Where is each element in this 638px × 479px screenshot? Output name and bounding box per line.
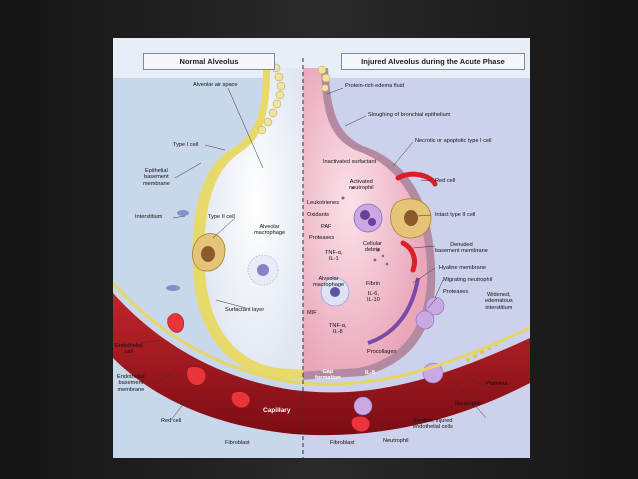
label-fibroblast-right: Fibroblast xyxy=(330,440,355,446)
label-alveolar-air-space: Alveolar air space xyxy=(193,82,238,88)
text-line: membrane xyxy=(143,180,170,187)
label-capillary: Capillary xyxy=(263,407,291,414)
left-panel-title: Normal Alveolus xyxy=(143,53,275,70)
label-proteases: Proteases xyxy=(309,235,335,241)
label-neutrophil-right: Neutrophil xyxy=(455,401,481,407)
label-hyaline-membrane: Hyaline membrane xyxy=(439,265,486,271)
capillary xyxy=(113,293,530,436)
label-alveolar-macrophage: Alveolar macrophage xyxy=(254,224,285,237)
label-widened-interstitium: Widened, edematous interstitium xyxy=(485,292,513,311)
text-line: basement xyxy=(118,380,144,387)
label-procollagen: Procollagen xyxy=(367,349,397,355)
text-line: Alveolar xyxy=(259,224,280,230)
label-mif: MIF xyxy=(307,310,317,316)
ards-diagram: Normal Alveolus Injured Alveolus during … xyxy=(113,38,530,458)
text-line: endothelial cells xyxy=(413,424,453,431)
text-line: Alveolar xyxy=(318,276,339,282)
text-line: Denuded xyxy=(450,242,473,248)
diagram-artwork xyxy=(113,58,530,458)
label-necrotic-type1: Necrotic or apoptotic type I cell xyxy=(415,138,492,144)
label-red-cell-right: Red cell xyxy=(435,178,456,184)
text-line: membrane xyxy=(117,386,145,393)
label-il6-il10: IL-6, IL-10 xyxy=(367,291,380,304)
label-migrating-neutrophil: Migrating neutrophil xyxy=(443,277,493,283)
label-epithelial-basement-membrane: Epithelial basement membrane xyxy=(143,168,170,187)
label-endothelial-cell: Endothelial cell xyxy=(115,343,143,356)
label-oxidants: Oxidants xyxy=(307,212,330,218)
label-neutrophil-bottom: Neutrophil xyxy=(383,438,409,444)
label-protein-edema: Protein-rich edema fluid xyxy=(345,83,405,89)
text-line: Widened, xyxy=(487,292,511,298)
label-tnf-il1: TNF-α, IL-1 xyxy=(325,250,343,263)
label-alveolar-macrophage-right: Alveolar macrophage xyxy=(313,276,344,289)
label-swollen-endothelial: Swollen, injured endothelial cells xyxy=(413,418,453,431)
label-inactivated-surfactant: Inactivated surfactant xyxy=(323,159,377,165)
text-line: Endothelial xyxy=(115,343,143,349)
text-line: Cellular xyxy=(363,241,382,247)
text-line: IL-6, xyxy=(367,291,379,297)
text-line: Endothelial xyxy=(117,374,145,380)
label-cellular-debris: Cellular debris xyxy=(363,241,382,254)
text-line: macrophage xyxy=(254,230,286,237)
label-tnf-il8: TNF-α, IL-8 xyxy=(329,323,347,336)
label-fibroblast-left: Fibroblast xyxy=(225,440,250,446)
right-panel-title: Injured Alveolus during the Acute Phase xyxy=(341,53,525,70)
label-activated-neutrophil: Activated neutrophil xyxy=(349,179,374,192)
label-fibrin: Fibrin xyxy=(366,281,380,287)
label-proteases-right: Proteases xyxy=(443,289,469,295)
text-line: Swollen, injured xyxy=(413,418,453,424)
label-endothelial-basement-membrane: Endothelial basement membrane xyxy=(117,374,145,393)
text-line: neutrophil xyxy=(349,185,374,192)
label-denuded-basement-membrane: Denuded basement membrane xyxy=(435,242,488,255)
label-il8: IL-8 xyxy=(365,370,375,376)
text-line: TNF-α, xyxy=(325,250,343,256)
text-line: cell xyxy=(124,349,134,356)
injured-alveolus xyxy=(303,65,445,380)
label-red-cell-left: Red cell xyxy=(161,418,182,424)
label-surfactant-layer: Surfactant layer xyxy=(225,307,265,313)
text-line: IL-1 xyxy=(328,256,339,263)
label-sloughing: Sloughing of bronchial epithelium xyxy=(368,112,451,118)
text-line: IL-8 xyxy=(332,329,343,336)
text-line: IL-10 xyxy=(367,297,380,304)
text-line: macrophage xyxy=(313,282,345,289)
label-platelets: Platelets xyxy=(486,381,508,387)
text-line: formation xyxy=(315,375,341,382)
label-leukotrienes: Leukotrienes xyxy=(307,200,340,206)
text-line: basement membrane xyxy=(435,248,488,255)
label-type2-cell: Type II cell xyxy=(208,214,235,220)
label-paf: PAF xyxy=(321,224,332,230)
text-line: debris xyxy=(364,247,381,254)
label-type1-cell: Type I cell xyxy=(173,142,199,148)
text-line: interstitium xyxy=(485,304,513,311)
text-line: Epithelial xyxy=(145,168,168,174)
label-intact-type2: Intact type II cell xyxy=(435,212,476,218)
text-line: Gap xyxy=(322,369,334,375)
label-interstitium: Interstitium xyxy=(135,214,163,220)
text-line: TNF-α, xyxy=(329,323,347,329)
text-line: basement xyxy=(144,174,169,181)
text-line: edematous xyxy=(485,298,513,305)
normal-alveolus xyxy=(166,63,303,380)
text-line: Activated xyxy=(349,179,373,185)
label-gap-formation: Gap formation xyxy=(315,369,341,382)
